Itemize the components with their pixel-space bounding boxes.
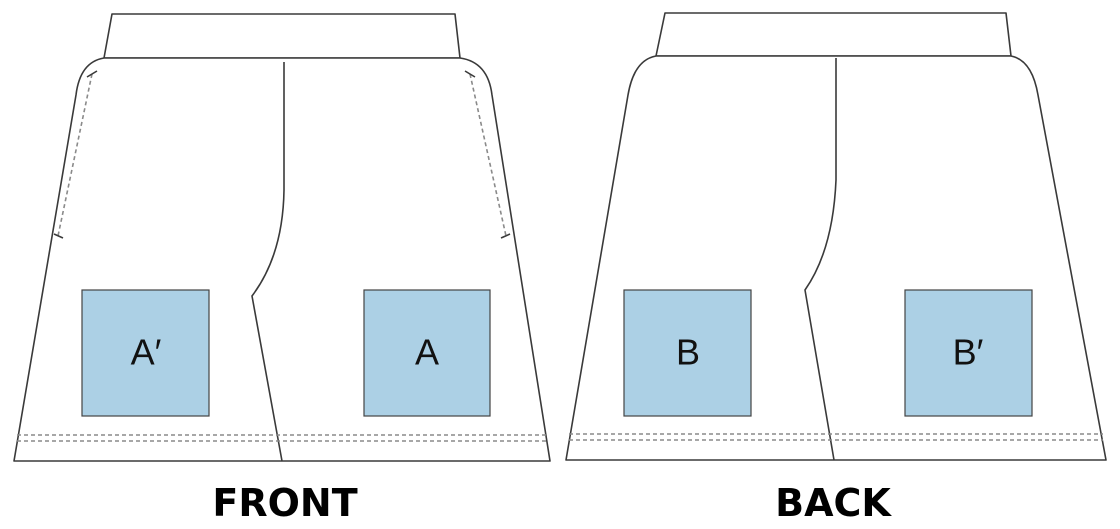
front-label: FRONT (212, 481, 357, 525)
back-center-seam (804, 58, 837, 461)
front-right-pocket-tack-bottom (500, 233, 511, 239)
front-patch-a-label: A (415, 332, 439, 373)
back-waistband (655, 12, 1012, 57)
front-right-pocket-tack-top (464, 70, 476, 78)
front-left-pocket-tack-bottom (53, 233, 64, 239)
front-patch-a (363, 289, 491, 417)
front-patch-a-prime (81, 289, 210, 417)
front-patch-a-prime-label: A′ (131, 332, 162, 373)
back-patch-b (623, 289, 752, 417)
front-center-seam (251, 62, 285, 462)
back-view: B B′ BACK (565, 12, 1107, 525)
front-left-pocket-tack-top (86, 70, 98, 78)
back-patch-b-label: B (676, 332, 700, 373)
back-label: BACK (775, 481, 892, 525)
back-patch-b-prime (904, 289, 1033, 417)
back-patch-b-prime-label: B′ (953, 332, 984, 373)
front-waistband (103, 13, 461, 59)
front-view: A′ A FRONT (13, 13, 551, 525)
